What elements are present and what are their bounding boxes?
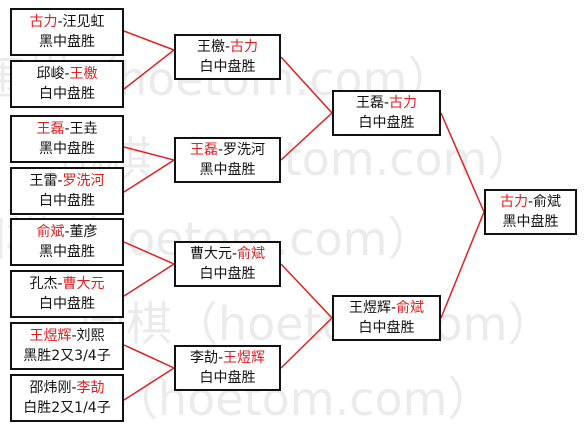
match-result: 白中盘胜 [199, 370, 256, 386]
match-players: 孔杰-曹大元 [12, 274, 122, 294]
match-players: 王磊-古力 [334, 93, 439, 113]
match-result: 白中盘胜 [199, 266, 256, 282]
bracket-connector [123, 30, 176, 90]
vs-separator: - [390, 300, 397, 316]
match-players: 王煜辉-刘熙 [12, 326, 122, 346]
player: 李劼 [189, 350, 218, 366]
match-players: 曹大元-俞斌 [176, 244, 279, 264]
match-r2-4: 李劼-王煜辉 白中盘胜 [174, 345, 281, 391]
match-players: 王煜辉-俞斌 [334, 298, 439, 318]
player-winner: 王磊 [36, 121, 65, 137]
match-r1-6: 孔杰-曹大元 白中盘胜 [10, 270, 124, 318]
match-players: 邵炜刚-李劼 [12, 378, 122, 398]
player: 刘熙 [76, 328, 105, 344]
player-winner: 古力 [29, 14, 58, 30]
match-r3-1: 王磊-古力 白中盘胜 [332, 90, 441, 136]
bracket-connector [123, 241, 176, 297]
vs-separator: - [217, 142, 224, 158]
player-winner: 王煜辉 [29, 328, 72, 344]
match-r1-2: 邱峻-王檄 白中盘胜 [10, 60, 124, 108]
match-result: 黑中盘胜 [39, 141, 95, 157]
match-r2-1: 王檄-古力 白中盘胜 [174, 34, 281, 80]
watermark-text: 围棋（hoetom.com） [60, 132, 533, 186]
vs-separator: - [527, 194, 534, 210]
match-players: 王磊-罗洗河 [176, 140, 279, 160]
player: 王煜辉 [348, 300, 391, 316]
vs-separator: - [71, 328, 77, 344]
match-players: 古力-汪见虹 [12, 12, 122, 32]
player-winner: 李劼 [76, 380, 105, 396]
match-players: 李劼-王煜辉 [176, 348, 279, 368]
player: 王雷 [29, 173, 58, 189]
player: 俞斌 [533, 194, 562, 210]
bracket-connector [440, 112, 485, 319]
match-result: 白中盘胜 [39, 193, 95, 209]
vs-separator: - [64, 66, 70, 82]
match-r2-2: 王磊-罗洗河 黑中盘胜 [174, 137, 281, 183]
match-players: 邱峻-王檄 [12, 64, 122, 84]
player-winner: 王檄 [69, 66, 98, 82]
match-result: 黑中盘胜 [199, 162, 256, 178]
match-players: 王磊-王垚 [12, 119, 122, 139]
match-r1-3: 王磊-王垚 黑中盘胜 [10, 115, 124, 163]
vs-separator: - [57, 173, 63, 189]
match-result: 白胜2又1/4子 [23, 400, 111, 416]
player-winner: 罗洗河 [62, 173, 105, 189]
player: 孔杰 [29, 276, 58, 292]
player-winner: 俞斌 [396, 300, 425, 316]
match-r1-4: 王雷-罗洗河 白中盘胜 [10, 167, 124, 215]
player-winner: 古力 [389, 95, 418, 111]
match-r2-3: 曹大元-俞斌 白中盘胜 [174, 241, 281, 287]
vs-separator: - [57, 276, 63, 292]
match-r1-8: 邵炜刚-李劼 白胜2又1/4子 [10, 374, 124, 422]
bracket-connector [123, 146, 176, 193]
match-result: 白中盘胜 [39, 296, 95, 312]
match-players: 王雷-罗洗河 [12, 171, 122, 191]
match-r1-7: 王煜辉-刘熙 黑胜2又3/4子 [10, 322, 124, 370]
match-result: 白中盘胜 [358, 115, 415, 131]
player: 董彦 [69, 224, 98, 240]
match-final: 古力-俞斌 黑中盘胜 [484, 189, 577, 235]
vs-separator: - [64, 224, 70, 240]
match-r1-1: 古力-汪见虹 黑中盘胜 [10, 8, 124, 56]
bracket-connector [280, 263, 334, 369]
bracket-connector [280, 56, 334, 161]
bracket-connector [123, 344, 176, 401]
vs-separator: - [231, 246, 238, 262]
match-players: 古力-俞斌 [486, 192, 575, 212]
player-winner: 俞斌 [36, 224, 65, 240]
player: 罗洗河 [223, 142, 266, 158]
player: 邵炜刚 [29, 380, 72, 396]
match-players: 俞斌-董彦 [12, 222, 122, 242]
player: 王磊 [355, 95, 384, 111]
player-winner: 曹大元 [62, 276, 105, 292]
player: 王檄 [196, 39, 225, 55]
vs-separator: - [217, 350, 224, 366]
vs-separator: - [64, 121, 70, 137]
match-result: 白中盘胜 [39, 86, 95, 102]
player: 邱峻 [36, 66, 65, 82]
match-players: 王檄-古力 [176, 37, 279, 57]
match-result: 黑中盘胜 [39, 244, 95, 260]
player: 王垚 [69, 121, 98, 137]
match-result: 黑中盘胜 [502, 214, 559, 230]
player: 汪见虹 [62, 14, 105, 30]
match-r3-2: 王煜辉-俞斌 白中盘胜 [332, 295, 441, 341]
match-r1-5: 俞斌-董彦 黑中盘胜 [10, 218, 124, 266]
vs-separator: - [224, 39, 231, 55]
match-result: 白中盘胜 [358, 320, 415, 336]
player-winner: 王煜辉 [223, 350, 266, 366]
vs-separator: - [71, 380, 77, 396]
match-result: 黑中盘胜 [39, 34, 95, 50]
player: 曹大元 [189, 246, 232, 262]
match-result: 白中盘胜 [199, 59, 256, 75]
player-winner: 王磊 [189, 142, 218, 158]
watermark-text: 围棋（hoetom.com） [80, 297, 553, 351]
player-winner: 俞斌 [237, 246, 266, 262]
player-winner: 古力 [499, 194, 528, 210]
vs-separator: - [383, 95, 390, 111]
vs-separator: - [57, 14, 63, 30]
player-winner: 古力 [230, 39, 259, 55]
match-result: 黑胜2又3/4子 [23, 348, 111, 364]
